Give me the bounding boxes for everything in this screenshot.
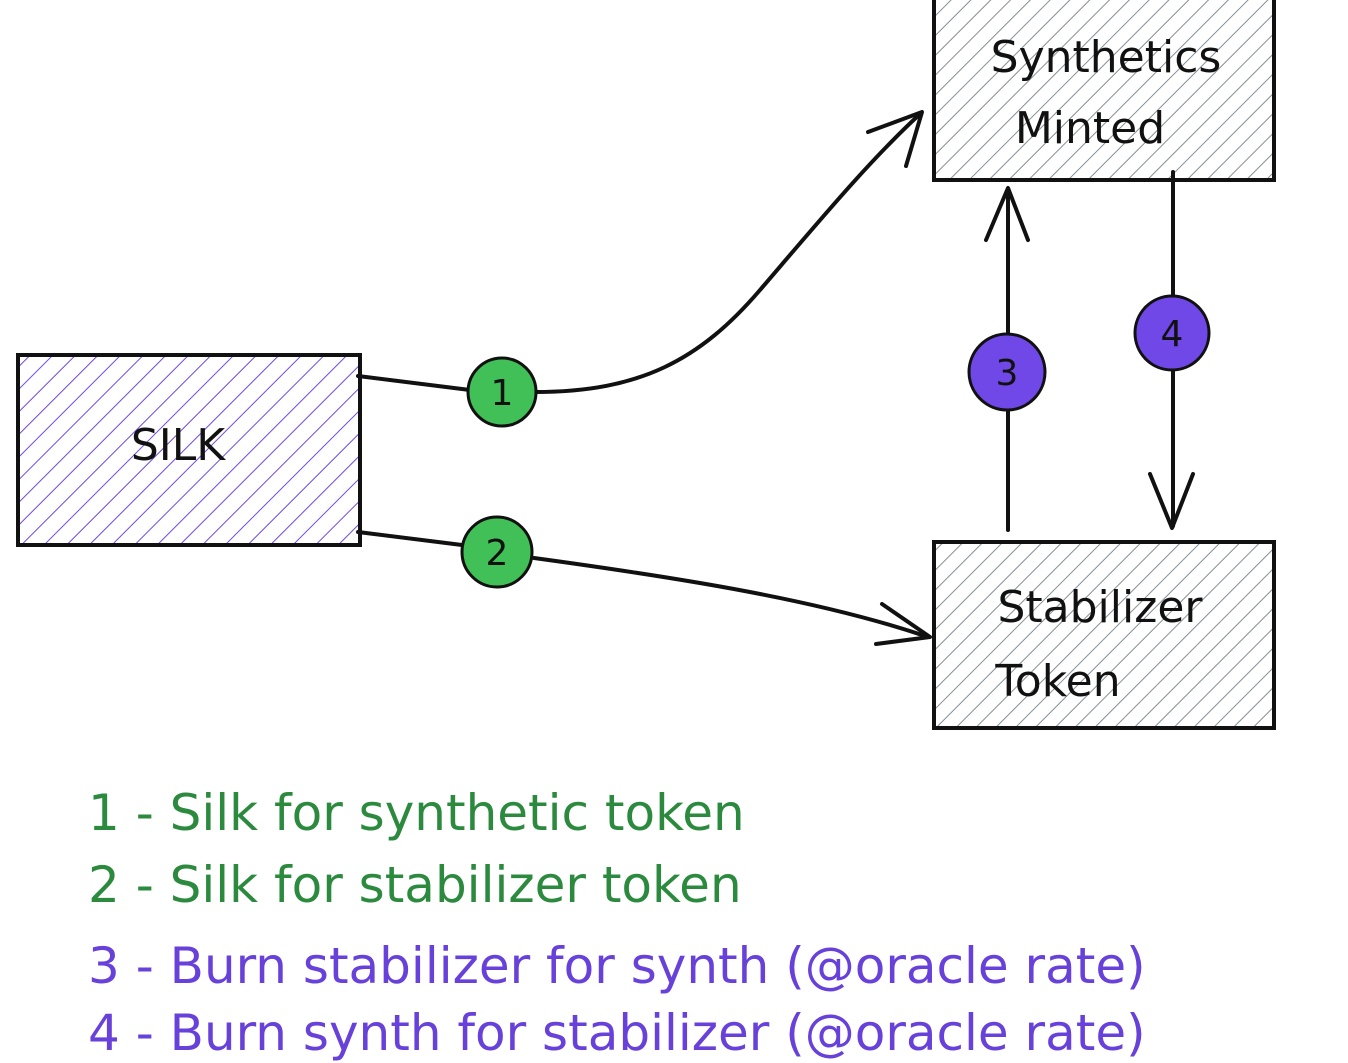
synthetics-label-line2: Minted [1015,103,1165,154]
silk-label: SILK [131,420,226,471]
legend: 1 - Silk for synthetic token 2 - Silk fo… [88,784,1146,1062]
synthetics-label-line1: Synthetics [991,32,1222,83]
stabilizer-label-line2: Token [994,656,1120,707]
badge-2-number: 2 [486,533,509,574]
stabilizer-label-line1: Stabilizer [997,582,1203,633]
badge-3-circle [967,332,1047,412]
badge-1-circle [466,356,538,428]
badge-2-circle [460,515,534,589]
legend-item-2: 2 - Silk for stabilizer token [88,856,742,914]
badge-4: 4 [1133,294,1211,372]
arrow-silk-to-synthetics [356,110,924,394]
badge-2: 2 [460,515,534,589]
badge-3: 3 [967,332,1047,412]
arrow-silk-to-stabilizer [356,530,932,646]
badge-1-number: 1 [491,373,514,414]
legend-item-1: 1 - Silk for synthetic token [88,784,745,842]
badge-3-number: 3 [996,353,1019,394]
badge-4-number: 4 [1161,314,1184,355]
synthetics-minted-node: Synthetics Minted [932,0,1276,182]
badge-4-circle [1133,294,1211,372]
legend-item-4: 4 - Burn synth for stabilizer (@oracle r… [88,1004,1146,1062]
legend-item-3: 3 - Burn stabilizer for synth (@oracle r… [88,937,1146,995]
silk-node: SILK [16,353,362,547]
stabilizer-token-node: Stabilizer Token [932,540,1276,730]
badge-1: 1 [466,356,538,428]
